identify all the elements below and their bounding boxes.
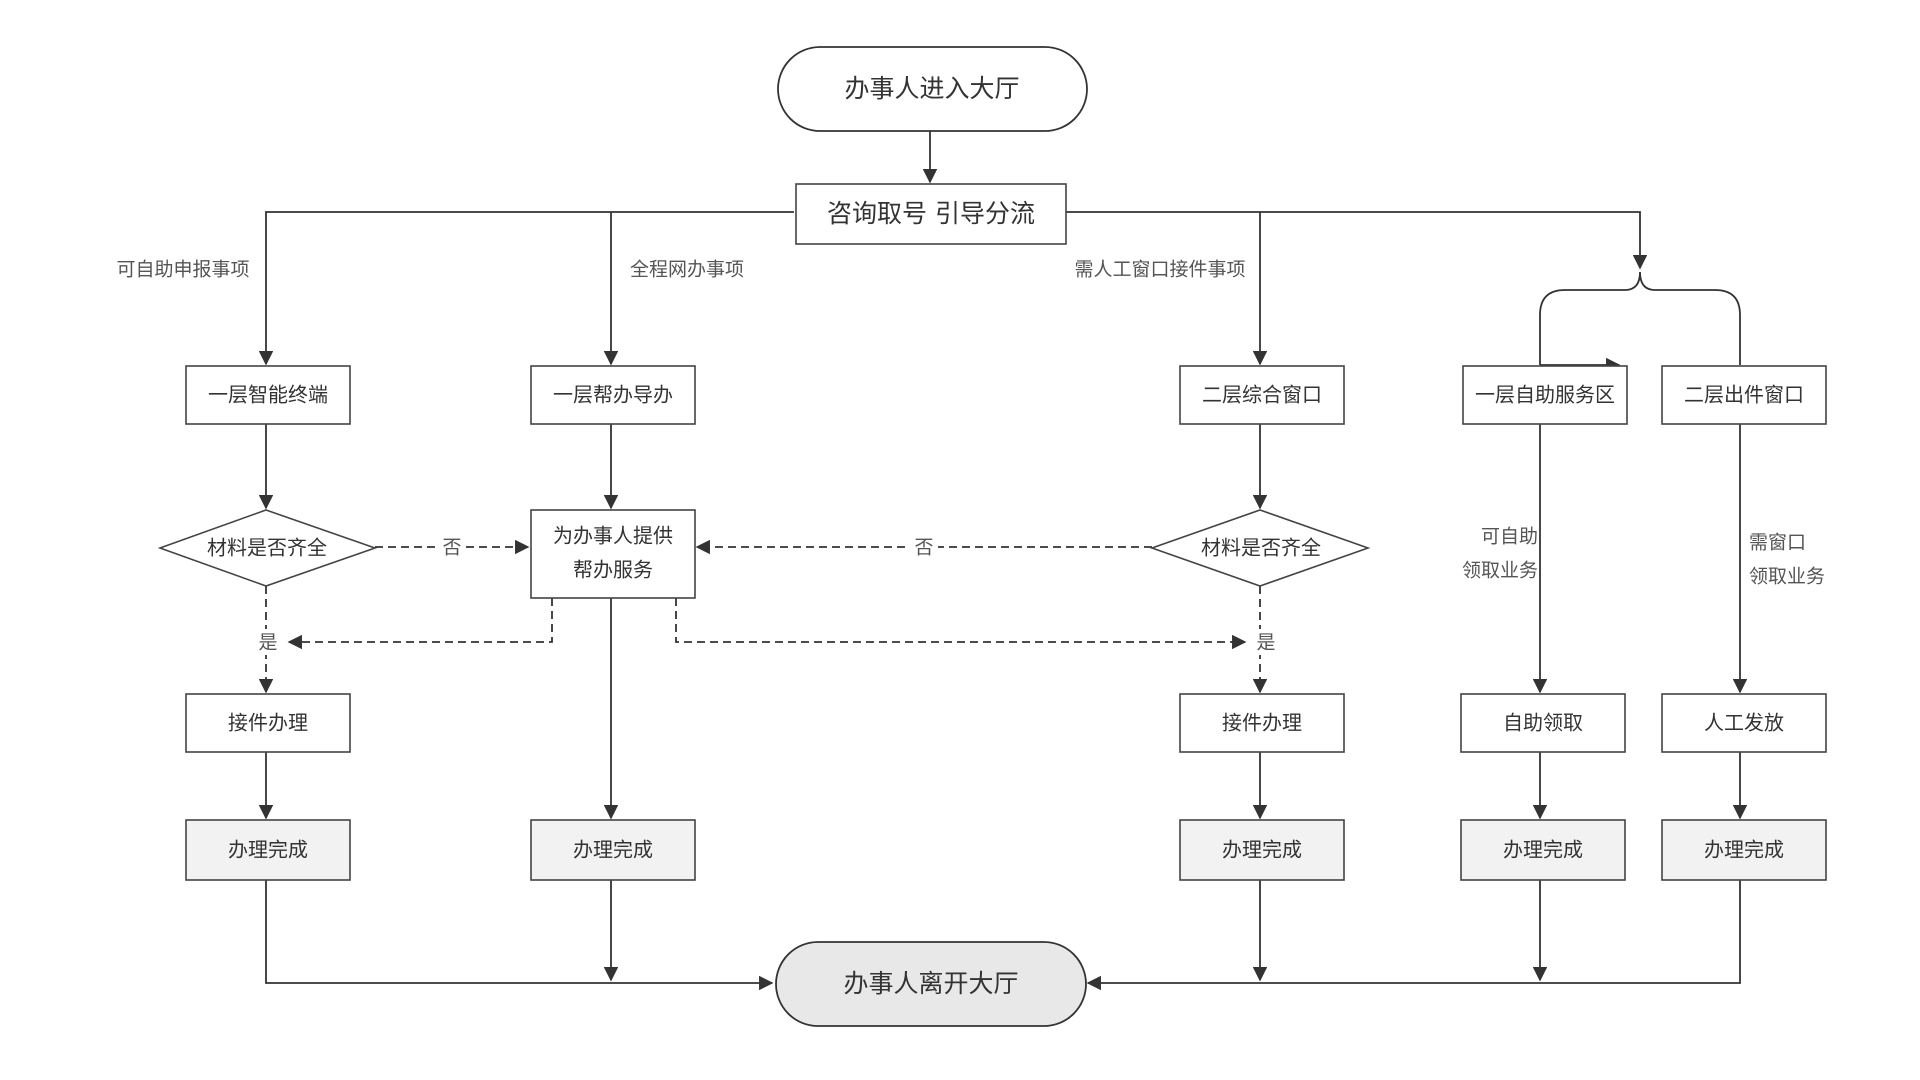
- svg-text:材料是否齐全: 材料是否齐全: [207, 536, 327, 560]
- label-self-pickup-2: 领取业务: [1462, 560, 1538, 582]
- brace-split: [1539, 271, 1741, 365]
- node-done-4: 办理完成: [1460, 819, 1626, 881]
- svg-text:接件办理: 接件办理: [228, 711, 308, 735]
- node-issue-window: 二层出件窗口: [1661, 365, 1827, 425]
- node-end: 办事人离开大厅: [775, 941, 1087, 1027]
- edge-consult-pickup-split: [1066, 211, 1648, 270]
- svg-text:二层综合窗口: 二层综合窗口: [1202, 383, 1322, 407]
- node-done-1: 办理完成: [185, 819, 351, 881]
- label-yes-right: 是: [1256, 632, 1275, 654]
- label-window-pickup-2: 领取业务: [1749, 566, 1825, 588]
- edge-done1-end: [265, 880, 774, 991]
- label-online: 全程网办事项: [630, 259, 744, 281]
- node-done-2: 办理完成: [530, 819, 696, 881]
- svg-text:办理完成: 办理完成: [573, 838, 653, 862]
- node-done-3: 办理完成: [1179, 819, 1345, 881]
- node-self-pickup: 自助领取: [1460, 693, 1626, 753]
- label-yes-left: 是: [258, 632, 277, 654]
- svg-text:帮办服务: 帮办服务: [573, 558, 653, 582]
- node-start: 办事人进入大厅: [777, 46, 1088, 132]
- svg-text:自助领取: 自助领取: [1503, 711, 1583, 735]
- svg-text:咨询取号 引导分流: 咨询取号 引导分流: [827, 199, 1035, 228]
- node-smart-terminal: 一层智能终端: [185, 365, 351, 425]
- svg-text:一层智能终端: 一层智能终端: [208, 383, 328, 407]
- node-comprehensive-window: 二层综合窗口: [1179, 365, 1345, 425]
- label-self-report: 可自助申报事项: [116, 259, 249, 281]
- node-decision-left: 材料是否齐全: [157, 509, 378, 587]
- edge-helpservice-yes-right: [675, 598, 1247, 650]
- edge-helpservice-yes-left: [287, 598, 553, 650]
- svg-text:二层出件窗口: 二层出件窗口: [1684, 383, 1804, 407]
- svg-text:办理完成: 办理完成: [228, 838, 308, 862]
- label-no-right: 否: [914, 537, 933, 559]
- label-window-pickup-1: 需窗口: [1749, 532, 1806, 554]
- node-help-guide: 一层帮办导办: [530, 365, 696, 425]
- label-manual-window: 需人工窗口接件事项: [1074, 259, 1245, 281]
- svg-text:办理完成: 办理完成: [1503, 838, 1583, 862]
- node-consult: 咨询取号 引导分流: [795, 183, 1067, 245]
- svg-text:接件办理: 接件办理: [1222, 711, 1302, 735]
- edge-labels: 可自助申报事项 全程网办事项 需人工窗口接件事项 否 否 是 是 可自助 领取业…: [116, 259, 1825, 655]
- svg-text:材料是否齐全: 材料是否齐全: [1201, 536, 1321, 560]
- node-accept-left: 接件办理: [185, 693, 351, 753]
- svg-text:办事人进入大厅: 办事人进入大厅: [844, 74, 1019, 103]
- node-done-5: 办理完成: [1661, 819, 1827, 881]
- node-manual-issue: 人工发放: [1661, 693, 1827, 753]
- node-accept-right: 接件办理: [1179, 693, 1345, 753]
- svg-text:一层自助服务区: 一层自助服务区: [1475, 383, 1615, 407]
- svg-text:办事人离开大厅: 办事人离开大厅: [843, 969, 1018, 998]
- svg-text:为办事人提供: 为办事人提供: [553, 524, 673, 548]
- edge-consult-smart-terminal: [258, 211, 794, 366]
- label-no-left: 否: [442, 537, 461, 559]
- nodes: 办事人进入大厅 咨询取号 引导分流 一层智能终端 一层帮办导办 二层综合窗口 一…: [157, 46, 1827, 1027]
- node-self-service-area: 一层自助服务区: [1462, 365, 1628, 425]
- label-self-pickup-1: 可自助: [1481, 526, 1538, 548]
- svg-text:一层帮办导办: 一层帮办导办: [553, 383, 673, 407]
- node-decision-right: 材料是否齐全: [1149, 509, 1371, 587]
- svg-text:办理完成: 办理完成: [1222, 838, 1302, 862]
- svg-text:办理完成: 办理完成: [1704, 838, 1784, 862]
- svg-text:人工发放: 人工发放: [1704, 711, 1784, 735]
- edge-done5-end: [1086, 880, 1741, 991]
- node-help-service: 为办事人提供 帮办服务: [530, 509, 696, 599]
